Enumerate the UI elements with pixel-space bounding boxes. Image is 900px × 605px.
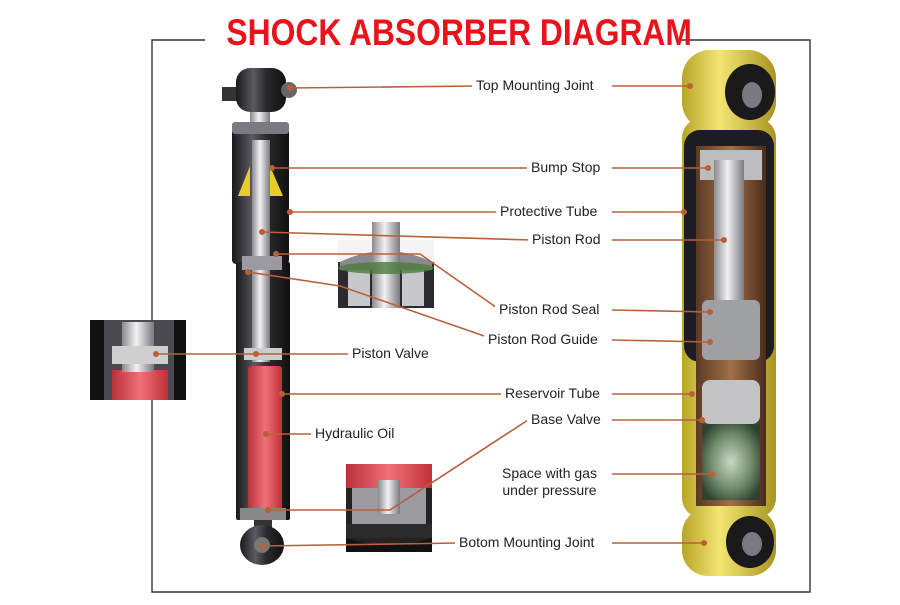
- label-bottom-mounting-joint: Botom Mounting Joint: [455, 534, 599, 551]
- leader-piston-rod-guide-right: [611, 339, 711, 343]
- piston-rod-left: [252, 140, 270, 362]
- right-bottom-eye-hole: [742, 532, 762, 556]
- diagram-frame: [151, 39, 811, 593]
- leader-piston-rod-left: [261, 231, 533, 241]
- label-reservoir-tube: Reservoir Tube: [501, 385, 604, 402]
- base-valve-left: [240, 508, 286, 520]
- label-piston-rod-seal: Piston Rod Seal: [495, 301, 604, 318]
- leader-bottom-mounting-left: [261, 542, 459, 547]
- leader-top-mounting-left: [289, 85, 476, 89]
- label-base-valve: Base Valve: [527, 411, 605, 428]
- protective-tube-cap: [232, 122, 289, 134]
- label-top-mounting-joint: Top Mounting Joint: [472, 77, 598, 94]
- leader-base-valve-left: [268, 419, 529, 511]
- inset-piston-valve: [90, 320, 186, 400]
- right-gas-chamber: [702, 424, 760, 500]
- rod-guide-left: [242, 256, 282, 270]
- right-shock-absorber: [682, 50, 776, 576]
- bump-stop-left: [238, 166, 250, 196]
- right-top-eye-hole: [742, 82, 762, 108]
- left-shock-absorber: [222, 68, 297, 565]
- leader-piston-rod-seal-left: [276, 253, 501, 311]
- top-eye-stem: [222, 87, 240, 101]
- label-piston-rod: Piston Rod: [528, 231, 605, 248]
- leader-dots: [153, 83, 727, 549]
- hydraulic-oil-fill: [248, 366, 282, 512]
- label-hydraulic-oil: Hydraulic Oil: [311, 425, 399, 442]
- right-base-valve: [702, 380, 760, 424]
- label-protective-tube: Protective Tube: [496, 203, 602, 220]
- label-piston-rod-guide: Piston Rod Guide: [484, 331, 602, 348]
- top-eye-bushing: [236, 68, 286, 112]
- label-gas-space: Space with gas under pressure: [498, 465, 601, 499]
- label-bump-stop: Bump Stop: [527, 159, 605, 176]
- bump-stop-right: [270, 166, 283, 196]
- label-gas-space-line1: Space with gas: [502, 465, 597, 481]
- right-rod-guide: [702, 300, 760, 360]
- inset-base-valve: [346, 464, 432, 552]
- leader-piston-rod-seal-right: [611, 309, 711, 313]
- label-gas-space-line2: under pressure: [502, 482, 597, 498]
- diagram-title: SHOCK ABSORBER DIAGRAM: [226, 12, 692, 53]
- label-piston-valve: Piston Valve: [348, 345, 433, 362]
- leader-lines: [156, 85, 724, 547]
- leader-piston-rod-guide-left: [247, 271, 491, 339]
